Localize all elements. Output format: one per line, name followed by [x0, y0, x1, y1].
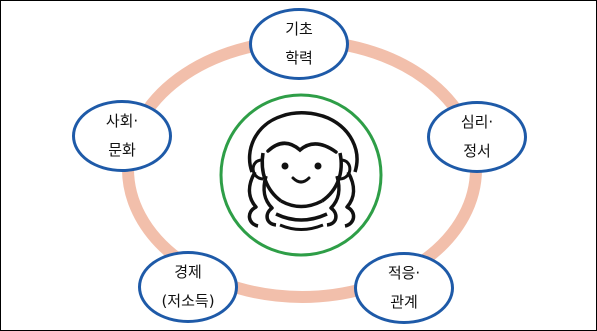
node-label-line2: 정서 [463, 142, 491, 160]
node-psych-emotional: 심리· 정서 [427, 101, 527, 173]
node-social-cultural: 사회· 문화 [72, 100, 172, 172]
node-label-line1: 기초 [285, 20, 313, 38]
node-label-line1: 사회· [105, 112, 139, 130]
node-adaptation-relation: 적응· 관계 [354, 252, 454, 324]
node-label-line1: 심리· [460, 113, 494, 131]
node-label-line2: (저소득) [161, 292, 215, 310]
node-label-line1: 경제 [174, 263, 202, 281]
node-label-line2: 학력 [285, 49, 313, 67]
node-label-line2: 관계 [390, 293, 418, 311]
node-label-line2: 문화 [108, 141, 136, 159]
node-basic-academic: 기초 학력 [249, 8, 349, 80]
child-face-icon [219, 93, 383, 257]
node-label-line1: 적응· [387, 264, 421, 282]
node-economic: 경제 (저소득) [138, 251, 238, 323]
